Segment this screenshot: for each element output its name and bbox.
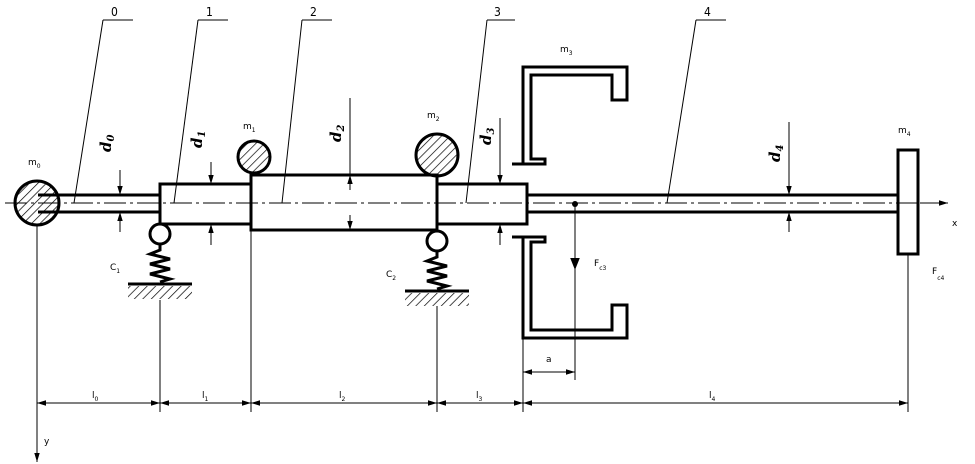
shaft-segment-3 <box>435 182 529 226</box>
dim-d3: d3 <box>477 118 503 245</box>
bracket-m3 <box>512 65 629 340</box>
label-m3: m3 <box>560 45 573 57</box>
mass-m2 <box>414 132 460 178</box>
leader-part-0: 0 <box>73 5 133 204</box>
dim-l4: l4 <box>523 391 908 406</box>
leader-part-2: 2 <box>281 5 332 204</box>
svg-text:a: a <box>546 355 552 365</box>
disk-m4 <box>896 148 920 256</box>
label-m1: m1 <box>243 122 256 134</box>
svg-text:l2: l2 <box>339 391 346 403</box>
leader-part-3: 3 <box>465 5 515 204</box>
leader-part-1: 1 <box>173 5 228 204</box>
dim-d1: d1 <box>188 131 214 245</box>
svg-text:0: 0 <box>111 5 118 19</box>
spring-c2 <box>405 229 469 306</box>
svg-text:2: 2 <box>310 5 317 19</box>
dim-l0: l0 <box>37 391 160 406</box>
svg-text:d2: d2 <box>327 125 347 143</box>
svg-text:d0: d0 <box>97 135 117 153</box>
svg-text:d4: d4 <box>766 145 786 163</box>
svg-text:l0: l0 <box>92 391 99 403</box>
mass-m1 <box>236 139 272 175</box>
label-m4: m4 <box>898 126 911 138</box>
svg-text:1: 1 <box>206 5 213 19</box>
label-c1: C1 <box>110 263 120 275</box>
extension-lines <box>159 230 909 412</box>
leader-part-4: 4 <box>666 5 726 204</box>
dim-l1: l1 <box>160 391 251 406</box>
shaft-segment-4 <box>527 193 898 214</box>
force-fc3: Fc3 <box>570 201 606 272</box>
label-c2: C2 <box>386 270 396 282</box>
dim-d2: d2 <box>327 98 353 230</box>
x-axis-label: x <box>952 219 958 229</box>
svg-text:l3: l3 <box>476 391 483 403</box>
dim-d4: d4 <box>766 122 792 232</box>
svg-text:4: 4 <box>704 5 711 19</box>
label-m0: m0 <box>28 158 41 170</box>
svg-text:d1: d1 <box>188 131 208 148</box>
label-m2: m2 <box>427 111 440 123</box>
dim-d0: d0 <box>97 135 123 232</box>
y-axis-label: y <box>44 437 50 447</box>
svg-text:d3: d3 <box>477 128 497 146</box>
dim-l2: l2 <box>251 391 437 406</box>
svg-text:Fc3: Fc3 <box>594 259 606 272</box>
mass-m0 <box>13 179 61 227</box>
dim-l3: l3 <box>437 391 523 406</box>
svg-text:l4: l4 <box>709 391 716 403</box>
dim-a: a <box>523 270 576 380</box>
svg-text:l1: l1 <box>202 391 209 403</box>
shaft-segment-1 <box>158 182 253 226</box>
spring-c1 <box>128 222 192 299</box>
svg-text:3: 3 <box>494 5 501 19</box>
label-fc4: Fc4 <box>932 267 944 282</box>
